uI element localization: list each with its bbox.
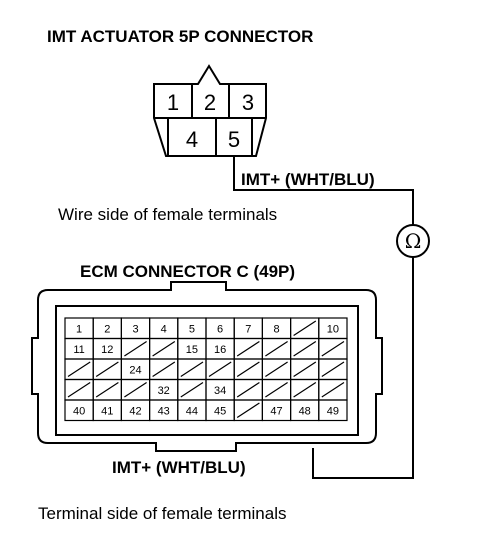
ecm-pin-47: 47 (270, 405, 282, 417)
unused-terminal-mark (67, 381, 91, 398)
ecm-pin-40: 40 (73, 405, 85, 417)
ecm-pin-48: 48 (299, 405, 311, 417)
unused-terminal-mark (265, 340, 288, 357)
ecm-connector-title: ECM CONNECTOR C (49P) (80, 262, 295, 281)
ecm-terminal-frame (55, 305, 359, 436)
ecm-pin-42: 42 (129, 405, 141, 417)
unused-terminal-mark (321, 340, 345, 357)
unused-terminal-mark (236, 361, 260, 378)
ecm-pin-49: 49 (327, 405, 339, 417)
unused-terminal-mark (293, 320, 317, 337)
ecm-wire (312, 257, 414, 479)
unused-terminal-mark (236, 381, 260, 398)
ecm-pin-44: 44 (186, 405, 198, 417)
unused-terminal-mark (265, 361, 288, 378)
unused-terminal-mark (95, 381, 119, 398)
imt-connector-title: IMT ACTUATOR 5P CONNECTOR (47, 27, 313, 46)
unused-terminal-mark (236, 402, 260, 419)
ecm-pin-6: 6 (217, 323, 223, 335)
ecm-pin-11: 11 (73, 344, 84, 356)
ecm-pin-3: 3 (132, 323, 138, 335)
ecm-wire-label: IMT+ (WHT/BLU) (112, 458, 246, 477)
ecm-pin-41: 41 (101, 405, 113, 417)
ecm-pin-8: 8 (273, 323, 279, 335)
unused-terminal-mark (152, 340, 176, 357)
unused-terminal-mark (67, 361, 91, 378)
unused-terminal-mark (180, 381, 204, 398)
ecm-pin-1: 1 (76, 323, 82, 335)
imt-pin-5: 5 (228, 127, 240, 152)
unused-terminal-mark (180, 361, 204, 378)
unused-terminal-mark (124, 381, 147, 398)
unused-terminal-mark (236, 340, 260, 357)
unused-terminal-mark (124, 340, 147, 357)
ecm-connector-caption: Terminal side of female terminals (38, 504, 286, 523)
imt-pin-1: 1 (167, 90, 179, 115)
ecm-pin-45: 45 (214, 405, 226, 417)
unused-terminal-mark (293, 340, 317, 357)
imt-wire-label: IMT+ (WHT/BLU) (241, 170, 375, 189)
unused-terminal-mark (95, 361, 119, 378)
ohm-icon: Ω (405, 229, 422, 253)
imt-pin-3: 3 (242, 90, 254, 115)
ecm-pin-10: 10 (327, 323, 339, 335)
ecm-pin-43: 43 (158, 405, 170, 417)
imt-connector: 1 2 3 4 5 (153, 64, 267, 157)
imt-pin-4: 4 (186, 127, 198, 152)
imt-wire (233, 156, 414, 225)
ecm-pin-32: 32 (158, 385, 170, 397)
unused-terminal-mark (208, 361, 232, 378)
ecm-pin-2: 2 (104, 323, 110, 335)
ecm-pin-15: 15 (186, 344, 198, 356)
ecm-pin-4: 4 (161, 323, 167, 335)
imt-connector-body (153, 64, 267, 157)
unused-terminal-mark (152, 361, 176, 378)
unused-terminal-mark (293, 361, 317, 378)
ohmmeter (396, 224, 430, 258)
ecm-pin-7: 7 (245, 323, 251, 335)
unused-terminal-mark (321, 381, 345, 398)
ecm-pin-16: 16 (214, 344, 226, 356)
ecm-connector-shell (31, 281, 383, 452)
ecm-pin-5: 5 (189, 323, 195, 335)
unused-terminal-mark (265, 381, 288, 398)
ecm-pin-34: 34 (214, 385, 226, 397)
unused-terminal-mark (293, 381, 317, 398)
imt-pin-2: 2 (204, 90, 216, 115)
ecm-pin-12: 12 (101, 344, 113, 356)
unused-terminal-mark (321, 361, 345, 378)
test-wiring: Ω IMT+ (WHT/BLU) IMT+ (WHT/BLU) (112, 156, 430, 479)
ecm-pin-24: 24 (129, 364, 141, 376)
imt-connector-caption: Wire side of female terminals (58, 205, 277, 224)
ecm-pin-49-cell (318, 399, 348, 422)
